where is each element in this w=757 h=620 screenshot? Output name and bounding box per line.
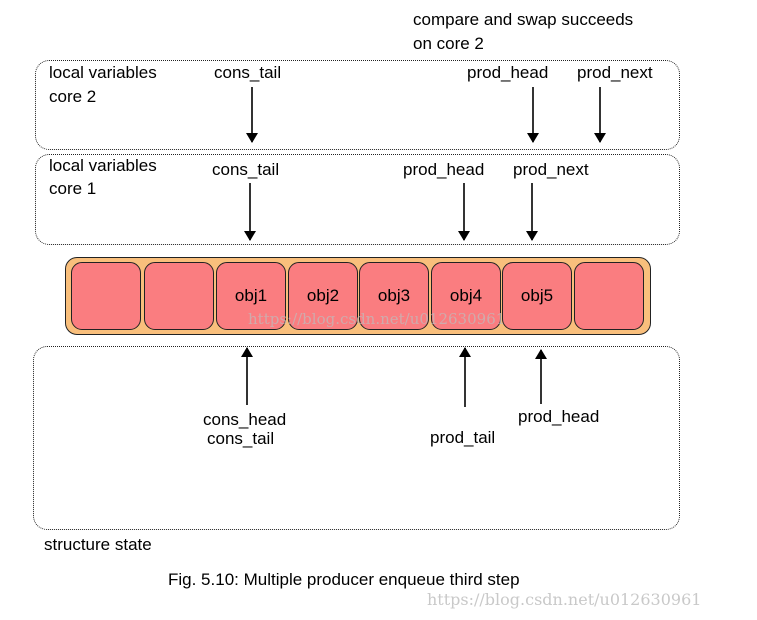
structure-cons-head-label: cons_head [203,410,287,429]
core1-label-line1: local variables [49,156,157,175]
core1-label-line2: core 1 [49,179,97,198]
ring-slot-1 [144,262,214,330]
ring-slot-5: obj4 [431,262,501,330]
center-watermark: https://blog.csdn.net/u012630961 [248,310,506,328]
ring-slot-6: obj5 [502,262,572,330]
core2-prod-head-label: prod_head [467,63,549,82]
ring-slot-0 [71,262,141,330]
structure-state-label: structure state [44,535,152,554]
core1-prod-head-label: prod_head [403,160,485,179]
core2-prod-next-label: prod_next [577,63,653,82]
core2-cons-tail-label: cons_tail [214,63,282,82]
ring-slot-3: obj2 [288,262,358,330]
core2-region [35,60,680,150]
cas-note-line1: compare and swap succeeds [413,10,634,29]
structure-prod-head-label: prod_head [518,407,600,426]
structure-prod-tail-label: prod_tail [430,428,496,447]
structure-state-region [33,346,680,530]
core2-label-line2: core 2 [49,87,97,106]
corner-watermark: https://blog.csdn.net/u012630961 [427,590,702,609]
core2-label-line1: local variables [49,63,157,82]
structure-cons-tail-label: cons_tail [207,429,275,448]
core1-region [35,154,680,245]
core1-cons-tail-label: cons_tail [212,160,280,179]
figure-caption: Fig. 5.10: Multiple producer enqueue thi… [168,570,520,589]
ring-slot-4: obj3 [359,262,429,330]
ring-slot-2: obj1 [216,262,286,330]
cas-note-line2: on core 2 [413,34,484,53]
core1-prod-next-label: prod_next [513,160,589,179]
ring-slot-7 [574,262,644,330]
